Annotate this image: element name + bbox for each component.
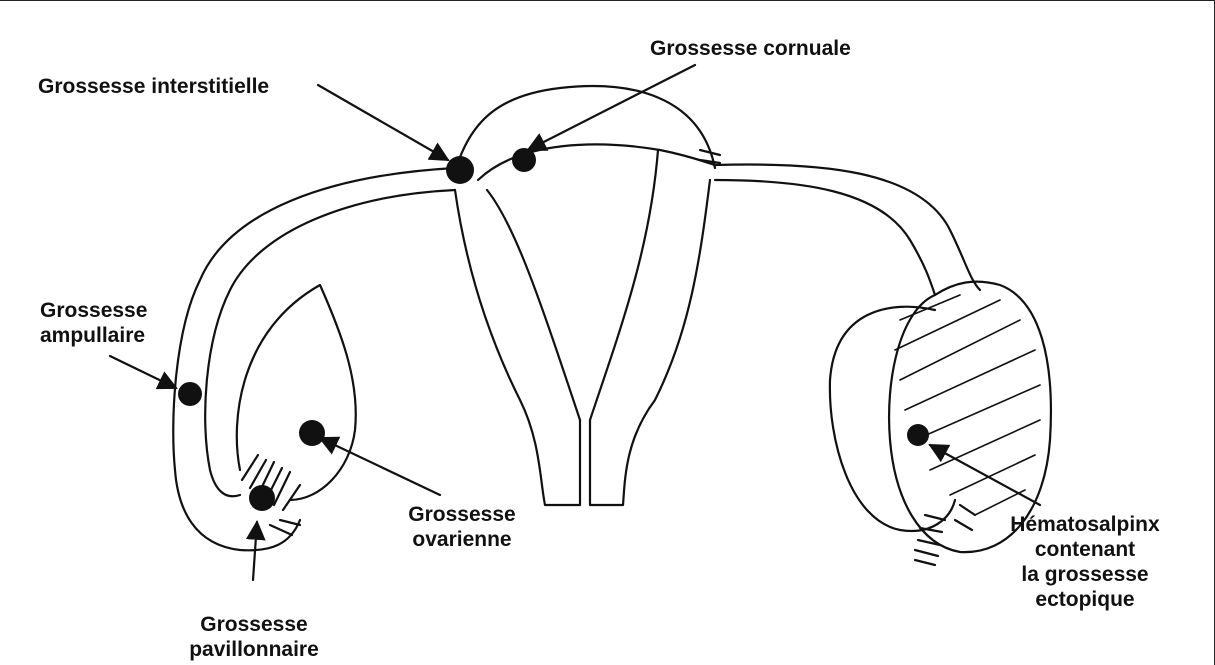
- site-cornuale: [512, 148, 536, 172]
- hematosalpinx-hatching: [895, 295, 1040, 515]
- site-pavillonnaire: [249, 485, 275, 511]
- arrow-ovarienne: [320, 438, 440, 495]
- site-interstitielle: [446, 156, 474, 184]
- label-hematosalpinx-line-4: ectopique: [1005, 587, 1165, 612]
- label-cornuale: Grossesse cornuale: [650, 36, 851, 61]
- arrow-cornuale: [528, 65, 695, 150]
- uterus-body-right: [590, 180, 710, 505]
- right-tube-inner: [715, 180, 935, 295]
- label-hematosalpinx-line-1: Hématosalpinx: [1005, 512, 1165, 537]
- label-ovarienne-line-1: Grossesse: [400, 502, 524, 527]
- site-ovarienne: [299, 420, 325, 446]
- uterus-body-left: [455, 190, 580, 505]
- label-interstitielle: Grossesse interstitielle: [38, 74, 269, 99]
- uterine-cavity-lower: [487, 190, 580, 420]
- right-fimbriae: [915, 505, 975, 565]
- label-ampullaire-line-1: Grossesse: [40, 298, 147, 323]
- arrow-interstitielle: [318, 85, 448, 160]
- label-ampullaire-line-2: ampullaire: [40, 323, 147, 348]
- label-pavillonnaire-line-1: Grossesse: [172, 612, 336, 637]
- right-ovary: [830, 307, 955, 531]
- label-pavillonnaire: Grossesse pavillonnaire: [172, 612, 336, 662]
- left-tube-inner: [205, 190, 455, 496]
- uterus-fundus-outline: [455, 86, 715, 172]
- right-tube-outer: [715, 164, 980, 290]
- label-hematosalpinx: Hématosalpinx contenant la grossesse ect…: [1005, 512, 1165, 612]
- label-ovarienne-line-2: ovarienne: [400, 527, 524, 552]
- label-interstitielle-line-1: Grossesse interstitielle: [38, 74, 269, 99]
- site-hematosalpinx: [907, 424, 929, 446]
- label-ampullaire: Grossesse ampullaire: [40, 298, 147, 348]
- label-cornuale-line-1: Grossesse cornuale: [650, 36, 851, 61]
- site-ampullaire: [178, 382, 202, 406]
- label-hematosalpinx-line-2: contenant: [1005, 537, 1165, 562]
- label-hematosalpinx-line-3: la grossesse: [1005, 562, 1165, 587]
- arrow-hematosalpinx: [930, 445, 1040, 505]
- arrow-ampullaire: [110, 356, 176, 388]
- label-pavillonnaire-line-2: pavillonnaire: [172, 637, 336, 662]
- label-ovarienne: Grossesse ovarienne: [400, 502, 524, 552]
- left-ovary: [237, 285, 356, 500]
